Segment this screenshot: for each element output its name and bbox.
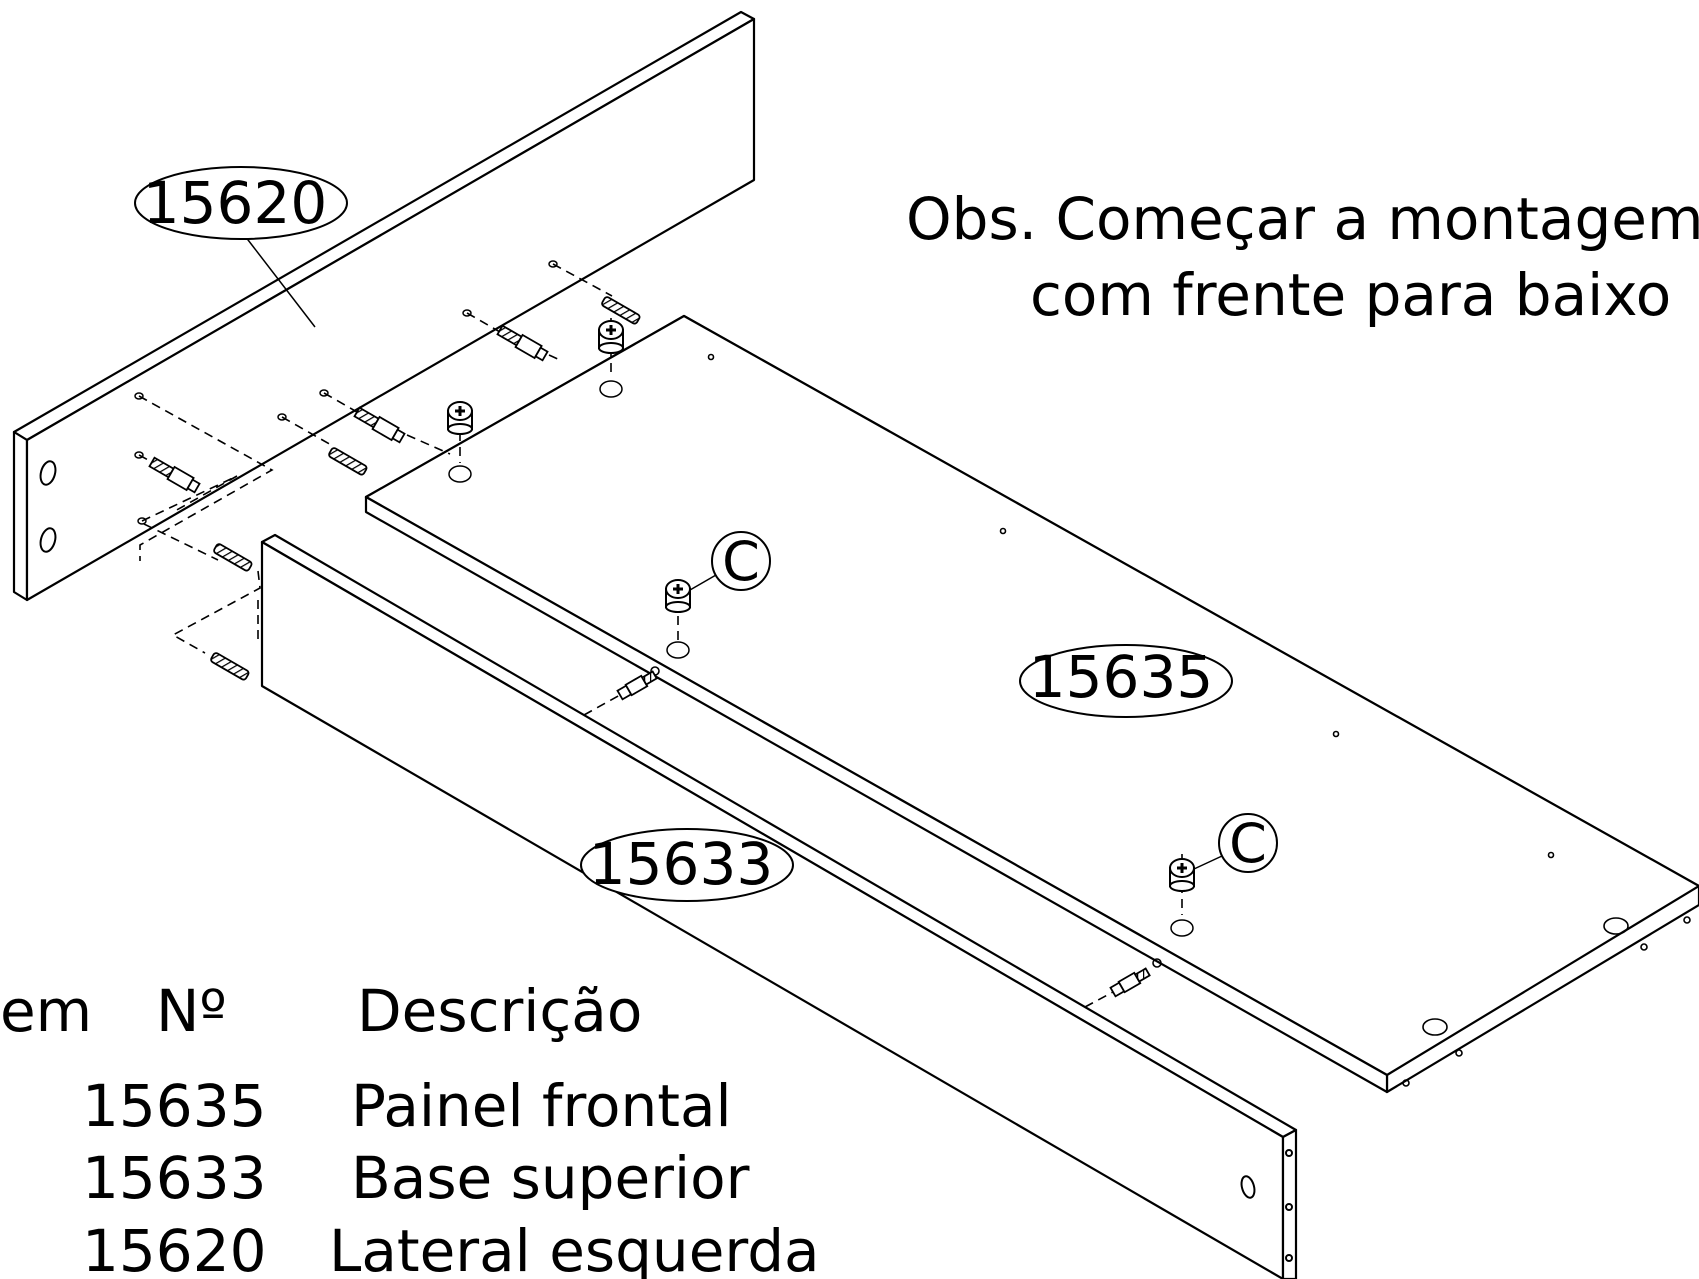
thread-screws <box>210 296 641 681</box>
label-text-15620: 15620 <box>143 169 328 237</box>
assembly-note: Obs. Começar a montagem com frente para … <box>906 185 1699 329</box>
dashed-guides <box>138 263 1183 1008</box>
callout-letter: C <box>722 530 760 593</box>
note-line-1: Obs. Começar a montagem <box>906 185 1699 253</box>
table-row-code: 15633 <box>82 1144 267 1212</box>
pilot-holes <box>134 260 1194 937</box>
label-15620: 15620 <box>134 166 348 328</box>
note-line-2: com frente para baixo <box>1030 261 1671 329</box>
callout-c-lower: C <box>1193 812 1278 875</box>
label-15633: 15633 <box>580 828 794 902</box>
callout-letter: C <box>1229 812 1267 875</box>
label-text-15635: 15635 <box>1029 643 1214 711</box>
table-header-number: Nº <box>156 977 227 1045</box>
parts-table: em Nº Descrição 15635 Painel frontal 156… <box>0 977 820 1279</box>
table-header-description: Descrição <box>357 977 642 1045</box>
panel-base-superior <box>260 533 1298 1279</box>
table-row-code: 15620 <box>82 1217 267 1279</box>
lateral-holes <box>39 460 57 553</box>
base-holes <box>1240 1149 1293 1262</box>
table-header-item: em <box>0 977 92 1045</box>
cam-locks <box>447 320 1195 892</box>
table-row-description: Painel frontal <box>351 1072 732 1140</box>
callout-c-upper: C <box>689 530 771 593</box>
table-row-code: 15635 <box>82 1072 267 1140</box>
table-row-description: Lateral esquerda <box>329 1217 820 1279</box>
panel-lateral-esquerda <box>12 10 756 602</box>
label-15635: 15635 <box>1019 643 1233 718</box>
cam-bolts <box>148 324 1151 998</box>
label-text-15633: 15633 <box>589 830 774 898</box>
table-row-description: Base superior <box>351 1144 750 1212</box>
